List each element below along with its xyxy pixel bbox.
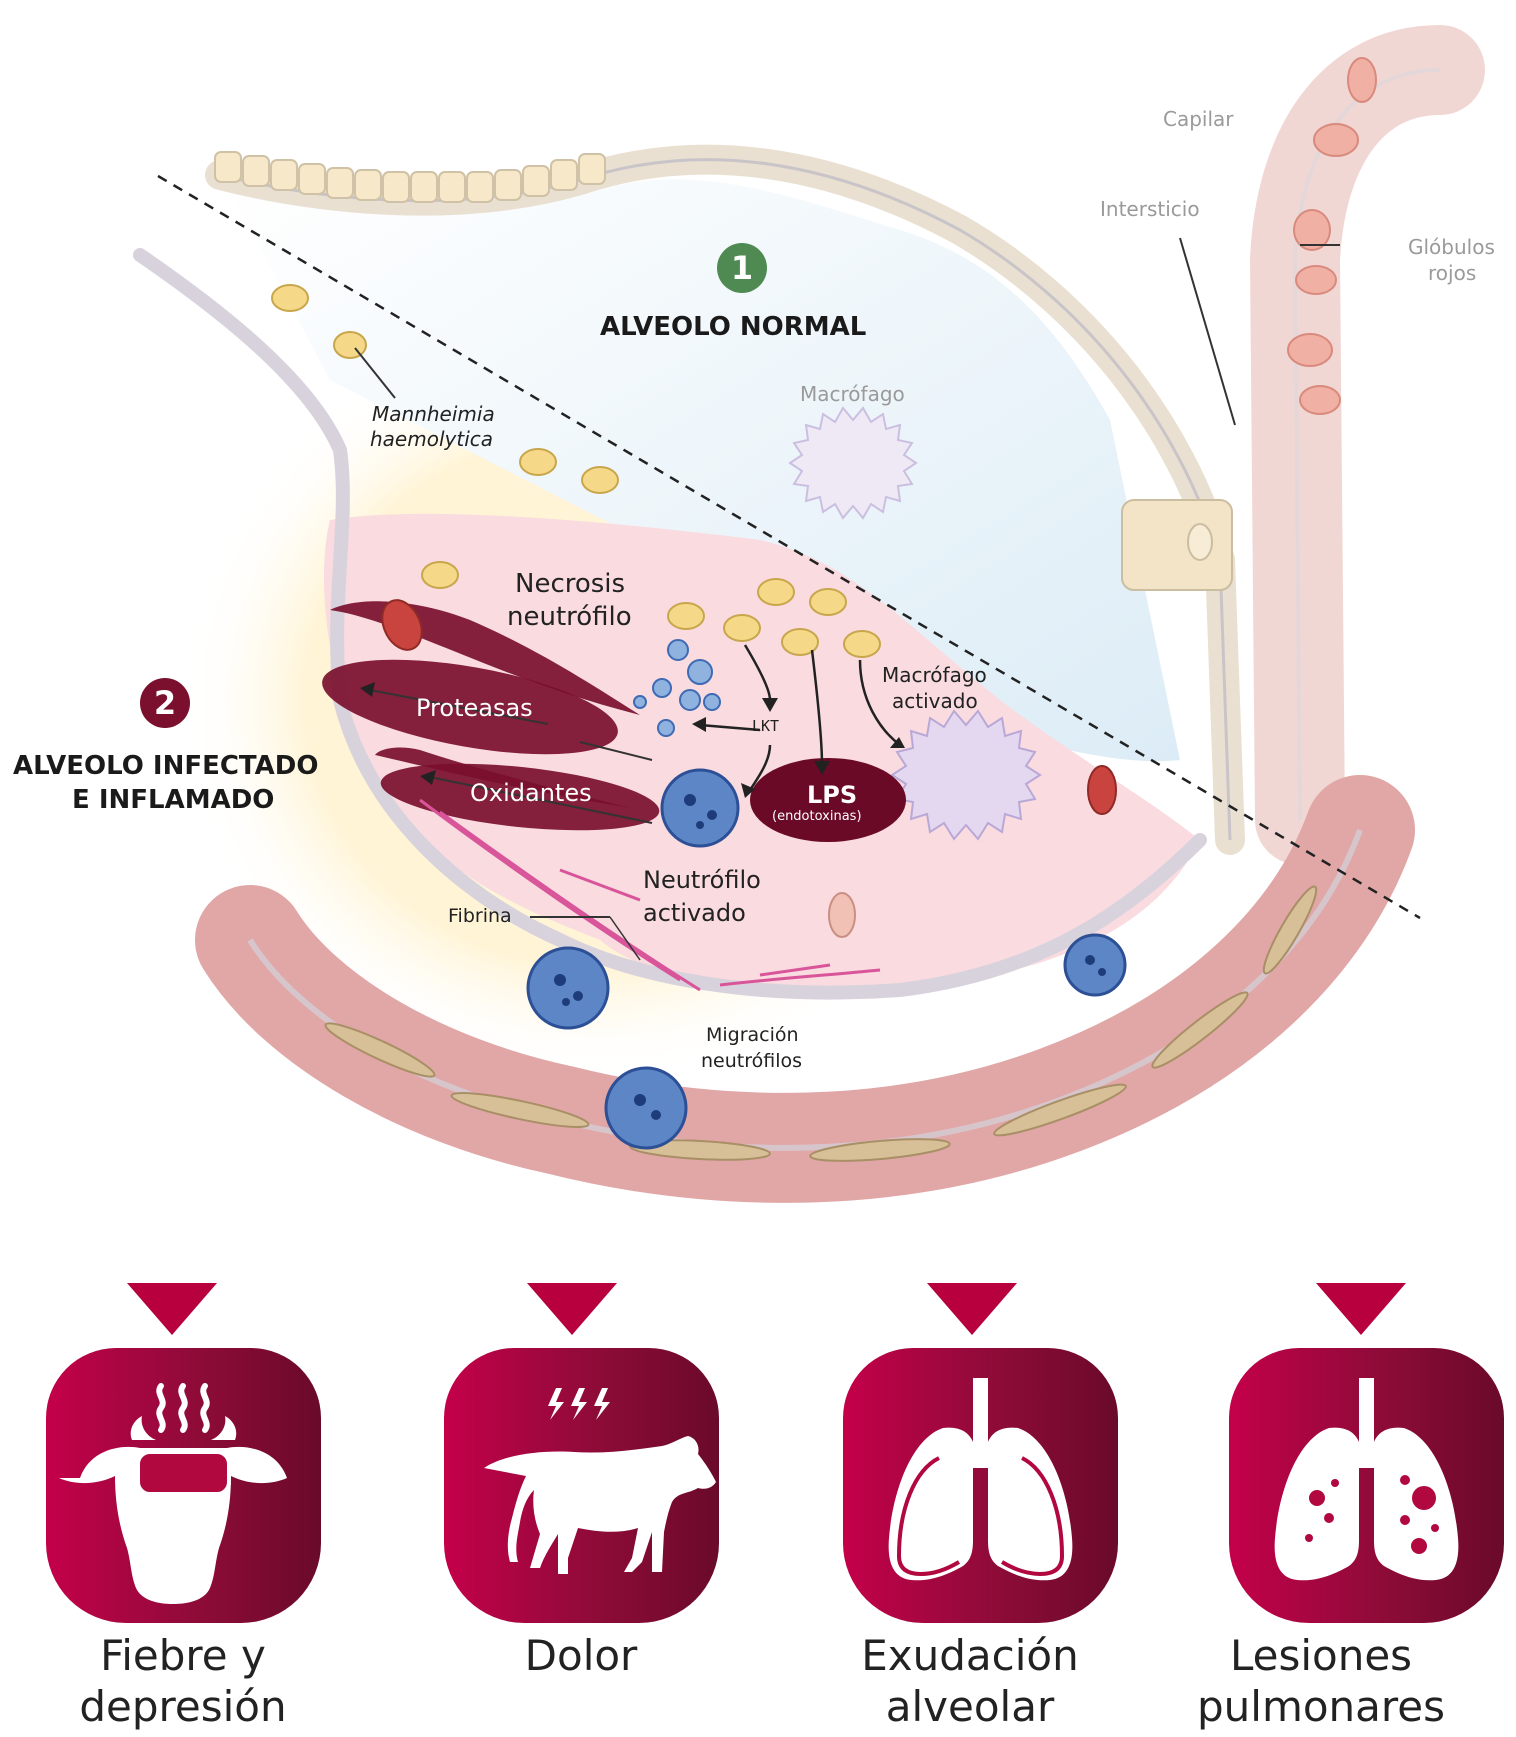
caption-fiebre-line1: Fiebre y [100,1631,266,1680]
label-necrosis-1: Necrosis [515,569,626,599]
label-migracion-2: neutrófilos [701,1050,803,1072]
bacteria [271,284,881,658]
label-oxidantes: Oxidantes [470,779,592,807]
lungs-icon [888,1378,1073,1581]
alveolo-infectado-title-2: E INFLAMADO [72,785,275,815]
lps-endotoxin [750,758,906,842]
alveolar-wall-infected [133,248,1207,1000]
caption-exudacion-line2: alveolar [885,1682,1055,1732]
caption-dolor-line1: Dolor [524,1631,638,1680]
label-migracion-1: Migración [706,1024,799,1046]
label-lps: LPS [807,781,858,809]
section-2-badge: 2 [140,678,190,728]
label-intersticio: Intersticio [1100,197,1200,221]
alveolo-infectado-title-1: ALVEOLO INFECTADO [13,751,319,781]
endothelial-cells [324,885,1318,1162]
caption-fiebre: Fiebre y depresión [0,1630,373,1732]
macrophage-activated [890,709,1042,841]
caption-lesiones: Lesiones pulmonares [1131,1630,1511,1732]
arrow-triangle-1 [127,1283,217,1335]
section-1-badge: 1 [717,243,767,293]
alveolus-diagram [133,25,1485,1203]
label-mannheimia-1: Mannheimia [372,402,495,426]
separator-line [157,174,1421,920]
label-macrofago: Macrófago [800,382,905,406]
leader-lines [354,237,1340,961]
caption-fiebre-line2: depresión [79,1682,287,1732]
fibrin [419,798,881,992]
label-neutrofilo-activado-1: Neutrófilo [643,866,761,894]
alveolo-normal-title: ALVEOLO NORMAL [600,312,867,342]
arrow-triangle-3 [927,1283,1017,1335]
tile-exudacion [843,1348,1118,1623]
label-endotoxinas: (endotoxinas) [772,809,862,824]
label-necrosis-2: neutrófilo [507,602,632,632]
necrotic-neutrophil [633,639,721,737]
normal-alveolus-lumen [230,179,1180,762]
tile-lesiones [1229,1348,1504,1623]
label-lkt: LKT [752,717,780,735]
capillary [1249,25,1485,865]
rbc-small [828,892,856,938]
lungs-lesions-icon [1274,1378,1459,1581]
arrow-triangle-4 [1316,1283,1406,1335]
cow-head-fever-icon [59,1383,287,1604]
caption-lesiones-line1: Lesiones [1229,1631,1413,1680]
tile-dolor [444,1348,719,1623]
tile-fiebre [46,1348,321,1623]
neutrophils [526,768,1127,1150]
label-capilar: Capilar [1163,107,1234,131]
infected-alveolus-lumen [324,513,1200,993]
label-macrofago-activado-2: activado [892,689,978,713]
label-macrofago-activado-1: Macrófago [882,663,987,687]
macrophage-normal [788,406,918,520]
epithelial-cells-top [214,151,606,203]
label-proteasas: Proteasas [416,694,533,722]
label-neutrofilo-activado-2: activado [643,899,746,927]
label-mannheimia-2: haemolytica [370,427,493,451]
red-blood-cells [1287,57,1377,415]
type-ii-pneumocyte [1121,499,1233,591]
caption-dolor: Dolor [391,1630,771,1681]
rbc-infected [381,599,1117,815]
cow-pain-icon [484,1388,716,1574]
caption-exudacion: Exudación alveolar [780,1630,1160,1732]
caption-lesiones-line2: pulmonares [1197,1682,1445,1732]
label-fibrina: Fibrina [448,905,512,927]
label-globulos-2: rojos [1428,261,1477,285]
caption-exudacion-line1: Exudación [861,1631,1079,1680]
arrow-triangle-2 [527,1283,617,1335]
label-globulos-1: Glóbulos [1408,235,1495,259]
arrows [699,644,901,791]
